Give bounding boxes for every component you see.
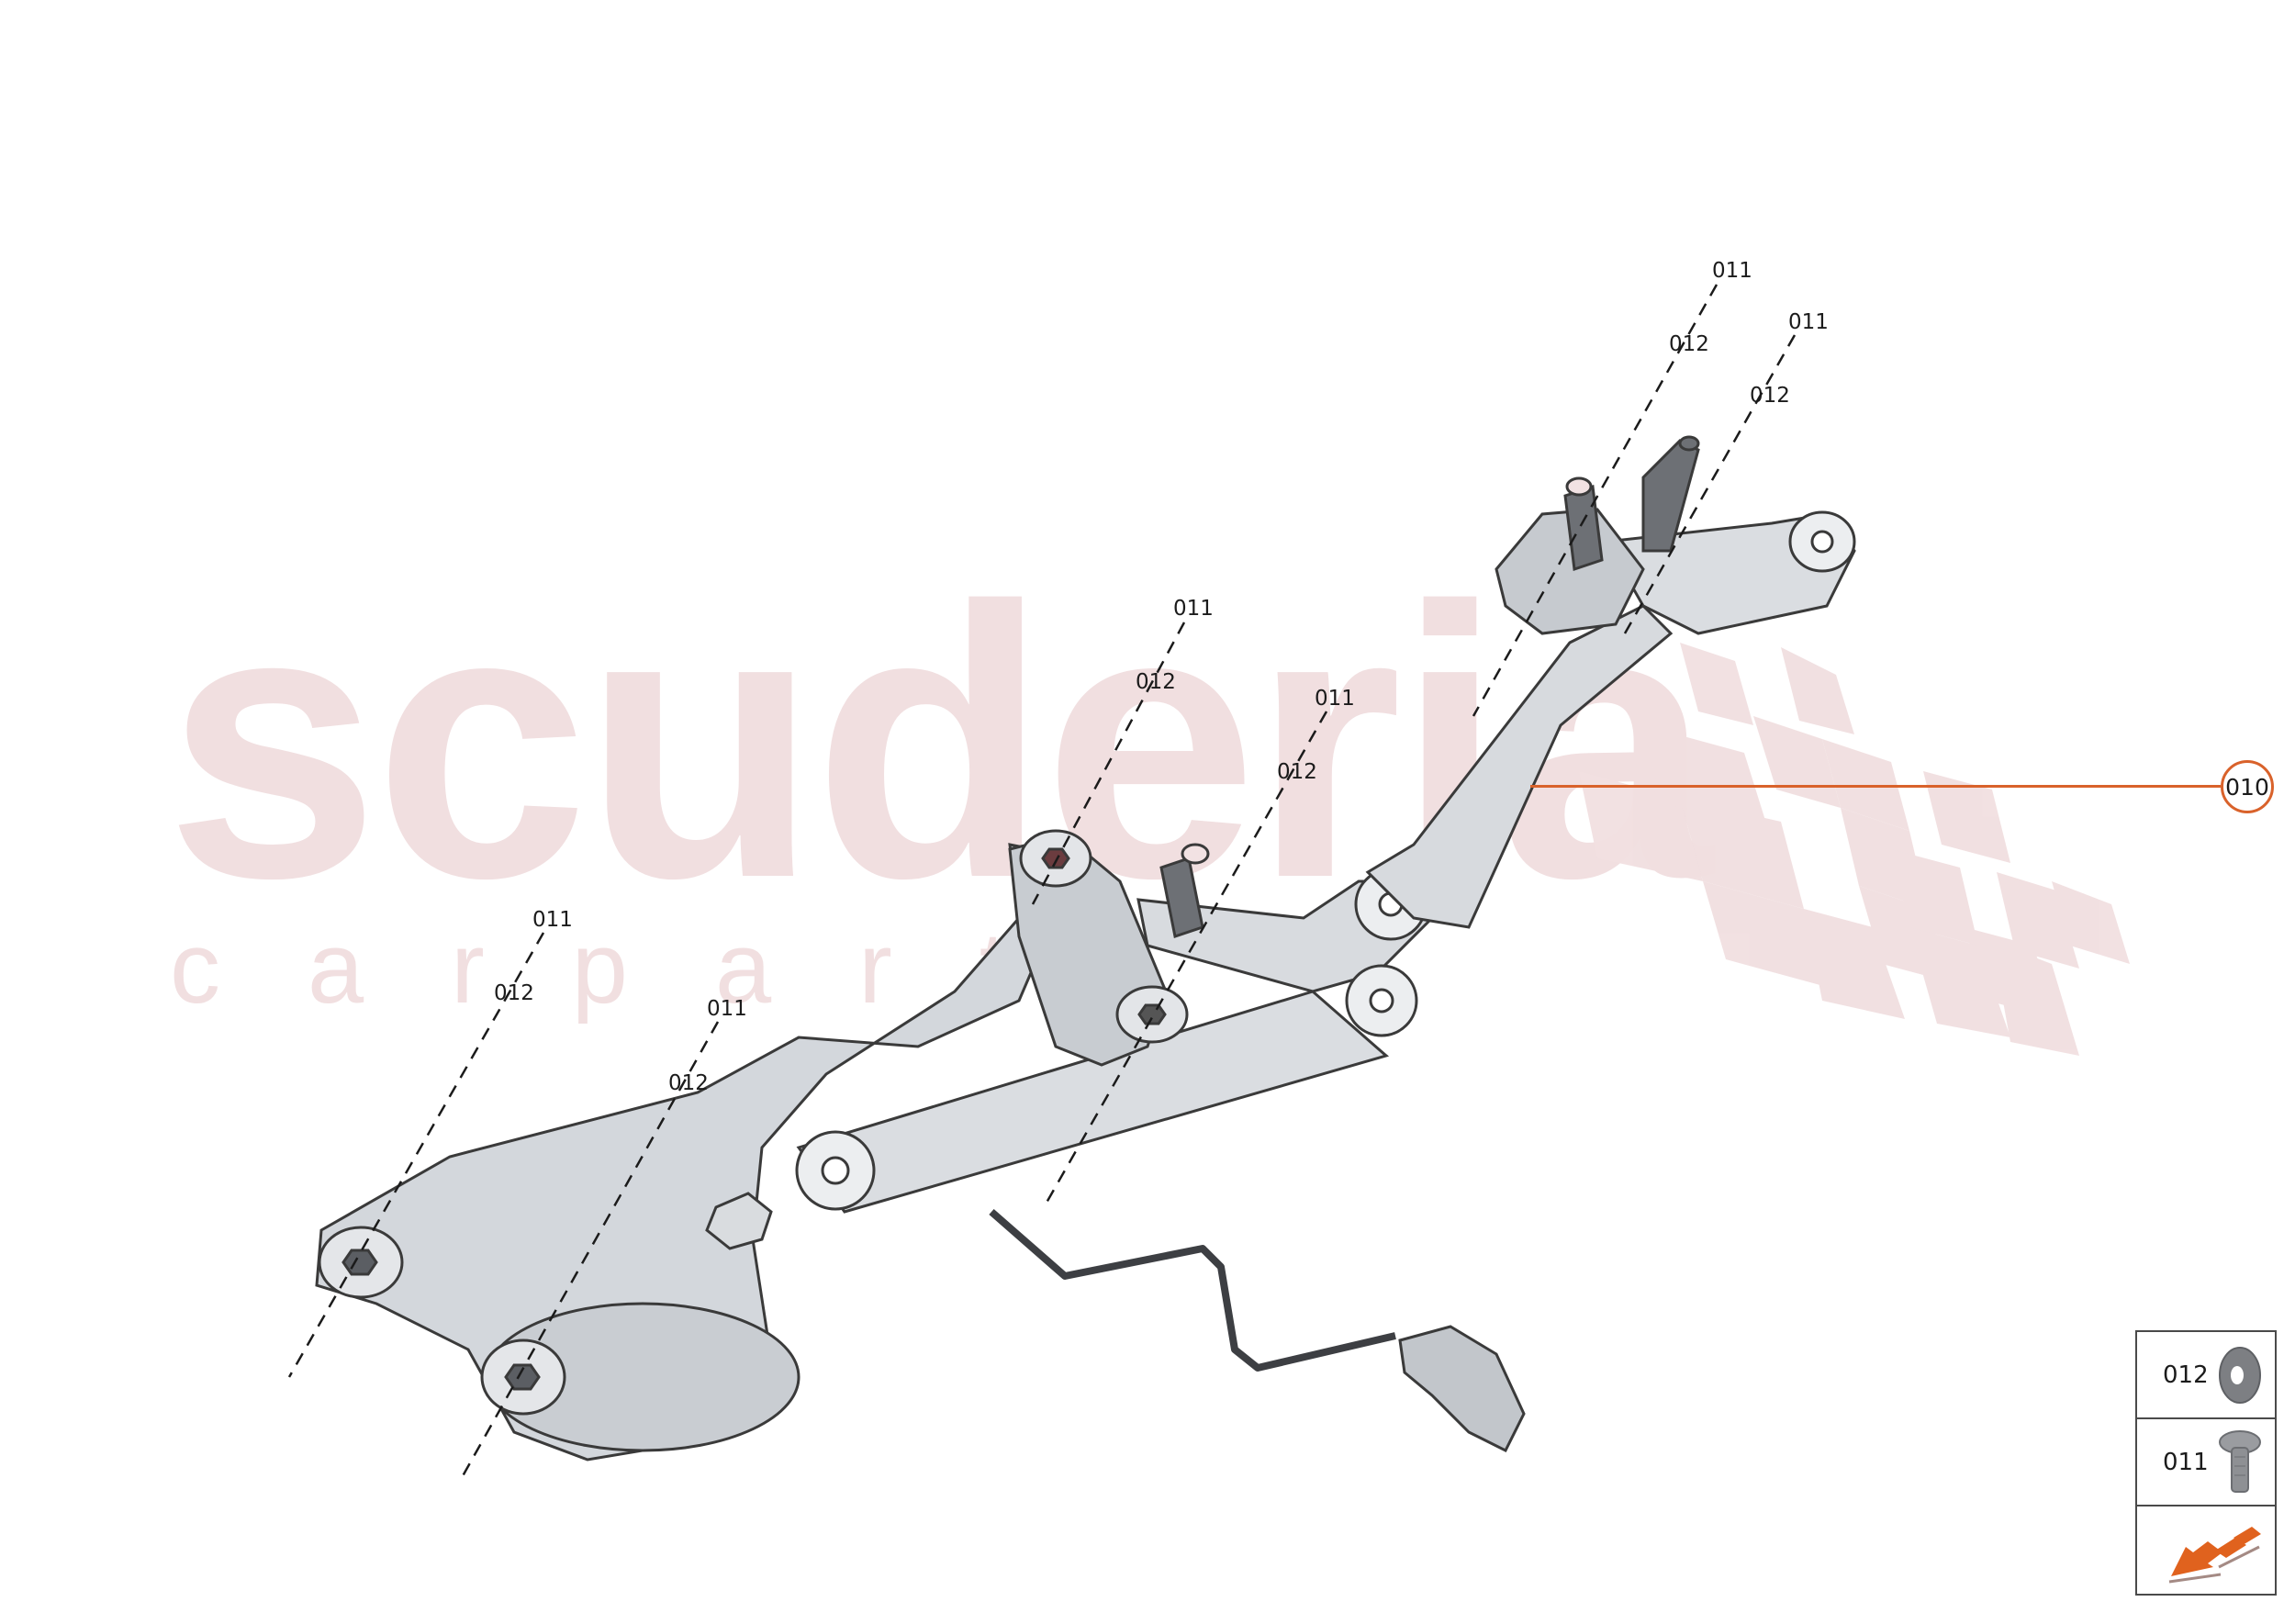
part-label-012: 012: [1669, 332, 1709, 356]
parts-legend: 012 011: [2135, 1330, 2277, 1596]
washer-icon: [2219, 1346, 2261, 1404]
part-label-012: 012: [1750, 384, 1790, 408]
part-label-012: 012: [494, 981, 534, 1005]
legend-row-washer: 012: [2137, 1332, 2275, 1419]
part-label-011: 011: [1315, 687, 1355, 711]
legend-row-direction[interactable]: [2137, 1506, 2275, 1594]
direction-arrow-icon[interactable]: [2151, 1514, 2261, 1587]
legend-code: 012: [2163, 1361, 2209, 1389]
legend-row-screw: 011: [2137, 1419, 2275, 1506]
part-label-012: 012: [1136, 670, 1176, 694]
part-label-011: 011: [1788, 310, 1829, 334]
callout-leader-line: [1530, 785, 2221, 788]
part-label-011: 011: [707, 997, 747, 1021]
part-label-011: 011: [1173, 597, 1214, 621]
part-label-012: 012: [668, 1071, 709, 1095]
part-callout-010[interactable]: 010: [2221, 760, 2274, 813]
part-label-011: 011: [532, 908, 573, 932]
part-label-011: 011: [1712, 259, 1752, 283]
part-label-012: 012: [1277, 760, 1317, 784]
screw-icon: [2219, 1429, 2261, 1493]
legend-code: 011: [2163, 1448, 2209, 1476]
callout-number: 010: [2225, 773, 2269, 801]
